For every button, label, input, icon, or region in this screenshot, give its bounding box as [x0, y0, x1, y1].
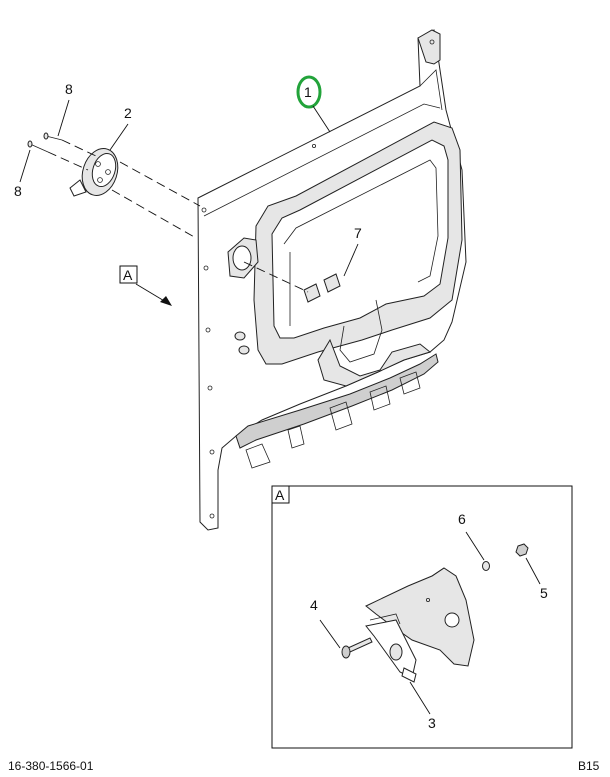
washer [482, 561, 490, 571]
svg-text:4: 4 [310, 597, 318, 613]
screw-upper [43, 132, 63, 141]
callout-1: 1 [296, 75, 331, 133]
mounting-plate [365, 567, 475, 667]
svg-text:8: 8 [14, 183, 22, 199]
callout-8-lower: 8 [14, 149, 31, 199]
view-reference-a: A [119, 265, 172, 306]
callout-3: 3 [409, 681, 436, 731]
bolt [341, 637, 373, 659]
svg-text:5: 5 [540, 585, 548, 601]
drawing-number: 16-380-1566-01 [8, 759, 94, 773]
callout-6: 6 [458, 511, 485, 561]
callout-7: 7 [343, 225, 362, 277]
door-trim-panel [197, 29, 467, 531]
svg-text:A: A [123, 267, 133, 283]
mounting-bracket [365, 613, 417, 683]
callout-8-upper: 8 [57, 81, 73, 137]
nut [515, 543, 529, 557]
svg-text:3: 3 [428, 715, 436, 731]
callout-2: 2 [109, 105, 132, 151]
sheet-number: B15 [578, 759, 600, 773]
svg-text:6: 6 [458, 511, 466, 527]
svg-text:A: A [275, 487, 285, 503]
callout-4: 4 [310, 597, 341, 649]
svg-text:1: 1 [304, 84, 312, 100]
handle-bezel [69, 148, 119, 197]
callout-5: 5 [525, 557, 548, 601]
svg-text:2: 2 [124, 105, 132, 121]
svg-text:8: 8 [65, 81, 73, 97]
screw-lower [27, 140, 49, 153]
svg-text:7: 7 [354, 225, 362, 241]
